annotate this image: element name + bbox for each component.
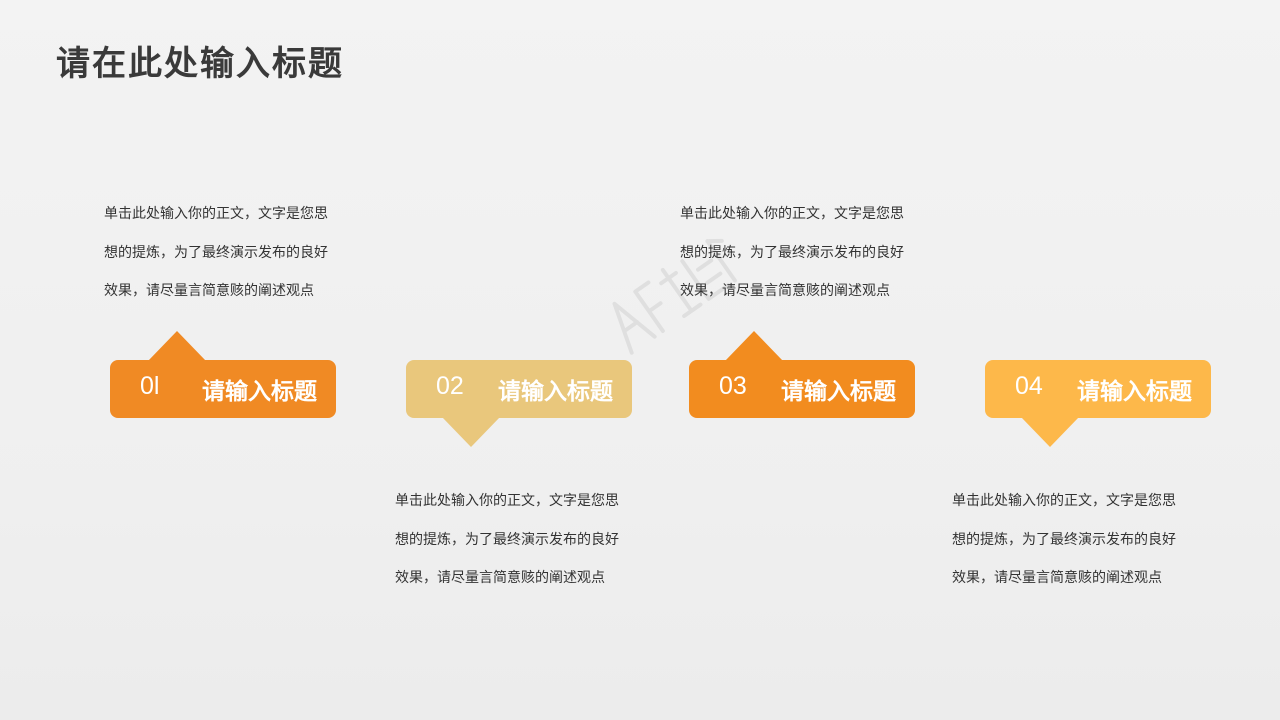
page-title[interactable]: 请在此处输入标题 xyxy=(56,44,344,84)
arrow-up-icon xyxy=(148,331,206,361)
step-card-1[interactable]: 0l 请输入标题 xyxy=(110,331,336,418)
step-description-4: 单击此处输入你的正文，文字是您思 想的提炼，为了最终演示发布的良好 效果，请尽量… xyxy=(952,482,1212,598)
step-box xyxy=(110,360,336,418)
step-number: 0l xyxy=(140,372,160,400)
step-card-2[interactable]: 02 请输入标题 xyxy=(406,360,632,447)
description-line: 想的提炼，为了最终演示发布的良好 xyxy=(104,244,328,261)
description-line: 单击此处输入你的正文，文字是您思 xyxy=(680,206,904,222)
step-label: 请输入标题 xyxy=(202,378,317,405)
step-box xyxy=(985,360,1211,418)
step-label: 请输入标题 xyxy=(781,378,896,405)
step-description-1: 单击此处输入你的正文，文字是您思 想的提炼，为了最终演示发布的良好 效果，请尽量… xyxy=(104,195,364,311)
description-line: 效果，请尽量言简意赅的阐述观点 xyxy=(952,570,1162,586)
description-line: 想的提炼，为了最终演示发布的良好 xyxy=(680,244,904,261)
description-line: 想的提炼，为了最终演示发布的良好 xyxy=(395,531,619,548)
step-description-3: 单击此处输入你的正文，文字是您思 想的提炼，为了最终演示发布的良好 效果，请尽量… xyxy=(680,195,940,311)
description-line: 效果，请尽量言简意赅的阐述观点 xyxy=(104,283,314,299)
description-line: 单击此处输入你的正文，文字是您思 xyxy=(395,493,619,509)
logo-watermark-icon xyxy=(585,214,759,374)
arrow-down-icon xyxy=(442,417,500,447)
description-line: 想的提炼，为了最终演示发布的良好 xyxy=(952,531,1176,548)
step-label: 请输入标题 xyxy=(1077,378,1192,405)
arrow-down-icon xyxy=(1021,417,1079,447)
description-line: 效果，请尽量言简意赅的阐述观点 xyxy=(680,283,890,299)
step-label: 请输入标题 xyxy=(498,378,613,405)
step-number: 04 xyxy=(1015,372,1043,400)
step-box xyxy=(406,360,632,418)
step-card-3[interactable]: 03 请输入标题 xyxy=(689,331,915,418)
description-line: 效果，请尽量言简意赅的阐述观点 xyxy=(395,570,605,586)
step-box xyxy=(689,360,915,418)
arrow-up-icon xyxy=(725,331,783,361)
step-card-4[interactable]: 04 请输入标题 xyxy=(985,360,1211,447)
step-number: 02 xyxy=(436,372,464,400)
description-line: 单击此处输入你的正文，文字是您思 xyxy=(104,206,328,222)
description-line: 单击此处输入你的正文，文字是您思 xyxy=(952,493,1176,509)
step-description-2: 单击此处输入你的正文，文字是您思 想的提炼，为了最终演示发布的良好 效果，请尽量… xyxy=(395,482,655,598)
step-number: 03 xyxy=(719,372,747,400)
